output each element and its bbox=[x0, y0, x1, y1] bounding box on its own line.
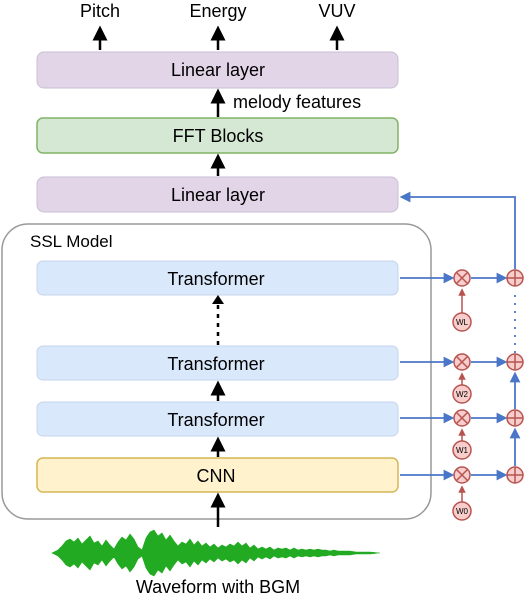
multiplier-L-icon bbox=[453, 269, 471, 287]
transformer-1-box bbox=[36, 401, 399, 437]
fft-blocks-label: FFT Blocks bbox=[173, 126, 264, 146]
transformer-1-label: Transformer bbox=[167, 410, 264, 430]
weight-L-label: WL bbox=[456, 318, 469, 327]
adder-L-icon bbox=[506, 269, 524, 287]
multiplier-2-icon bbox=[453, 353, 471, 371]
melody-features-label: melody features bbox=[233, 92, 361, 112]
top-linear-layer-label: Linear layer bbox=[171, 60, 265, 80]
ssl-model-title: SSL Model bbox=[30, 232, 113, 251]
stack-arrowhead bbox=[212, 295, 224, 304]
adder-1-icon bbox=[506, 409, 524, 427]
sum-to-linear-path bbox=[399, 191, 516, 269]
adder-0-icon bbox=[506, 466, 524, 484]
cnn-label: CNN bbox=[197, 466, 236, 486]
transformer-2-box bbox=[36, 345, 399, 381]
weight-2-label: W2 bbox=[456, 390, 469, 399]
weight-0-node: W0 bbox=[452, 501, 472, 521]
pitch-label: Pitch bbox=[80, 1, 120, 21]
top-linear-layer-box bbox=[36, 51, 399, 89]
energy-label: Energy bbox=[189, 1, 246, 21]
weight-2-node: W2 bbox=[452, 384, 472, 404]
weight-1-label: W1 bbox=[456, 446, 469, 455]
transformer-top-box bbox=[36, 260, 399, 296]
cnn-box bbox=[36, 457, 399, 493]
transformer-2-label: Transformer bbox=[167, 354, 264, 374]
adder-2-icon bbox=[506, 353, 524, 371]
transformer-top-label: Transformer bbox=[167, 269, 264, 289]
multiplier-0-icon bbox=[453, 466, 471, 484]
weight-L-node: WL bbox=[452, 312, 472, 332]
multiplier-1-icon bbox=[453, 409, 471, 427]
waveform-label: Waveform with BGM bbox=[136, 577, 300, 596]
waveform-icon bbox=[51, 529, 381, 577]
mid-linear-layer-label: Linear layer bbox=[171, 185, 265, 205]
weight-1-node: W1 bbox=[452, 440, 472, 460]
ssl-model-container bbox=[1, 223, 432, 520]
fft-blocks-box bbox=[36, 117, 399, 154]
mid-linear-layer-box bbox=[36, 176, 399, 213]
vuv-label: VUV bbox=[318, 1, 355, 21]
weight-0-label: W0 bbox=[456, 507, 469, 516]
